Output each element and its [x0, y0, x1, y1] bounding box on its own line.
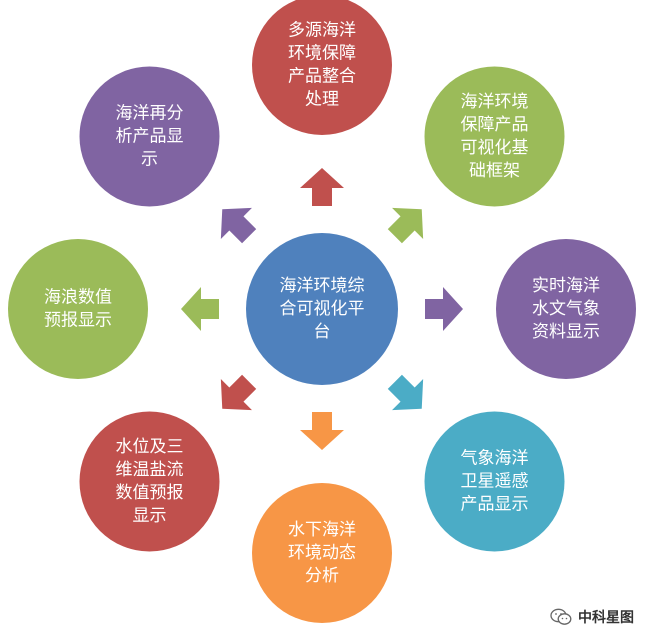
node-label-data-integration-line-4: 处理	[305, 90, 339, 110]
arrow-viz-framework	[387, 207, 424, 244]
arrows-layer	[181, 168, 463, 450]
node-label-reanalysis-line-1: 海洋再分	[115, 103, 183, 123]
node-circle-wave-forecast	[8, 239, 148, 379]
node-circle-satellite-remote	[424, 411, 565, 552]
node-label-water-level-line-3: 数值预报	[115, 483, 183, 503]
center-label-line-1: 海洋环境综	[280, 276, 365, 296]
arrow-wave-forecast	[181, 287, 219, 331]
watermark-text: 中科星图	[578, 610, 634, 626]
node-label-water-level-line-2: 维温盐流	[115, 460, 183, 480]
node-circle-realtime-data	[496, 239, 636, 379]
node-label-satellite-remote-line-3: 产品显示	[461, 495, 529, 515]
node-label-realtime-data-line-1: 实时海洋	[532, 276, 600, 296]
nodes-layer: 多源海洋环境保障产品整合处理海洋环境保障产品可视化基础框架实时海洋水文气象资料显…	[8, 0, 636, 623]
node-label-reanalysis-line-3: 示	[141, 149, 158, 169]
node-label-data-integration-line-1: 多源海洋	[288, 21, 356, 41]
node-label-water-level-line-4: 显示	[132, 506, 166, 526]
arrow-underwater-env	[300, 412, 344, 450]
node-label-underwater-env-line-2: 环境动态	[288, 543, 356, 563]
node-label-reanalysis-line-2: 析产品显	[115, 126, 183, 146]
arrow-data-integration	[300, 168, 344, 206]
node-label-water-level-line-1: 水位及三	[115, 437, 183, 457]
node-label-realtime-data-line-2: 水文气象	[532, 299, 600, 319]
node-label-viz-framework-line-3: 可视化基	[461, 138, 529, 158]
center-label-line-3: 台	[314, 322, 331, 342]
node-label-data-integration-line-3: 产品整合	[288, 67, 356, 87]
wechat-icon	[550, 608, 572, 625]
node-label-underwater-env-line-3: 分析	[305, 566, 339, 586]
arrow-realtime-data	[425, 287, 463, 331]
watermark: 中科星图	[550, 607, 634, 627]
arrow-reanalysis	[220, 207, 257, 244]
node-label-underwater-env-line-1: 水下海洋	[288, 520, 356, 540]
node-circle-underwater-env	[252, 483, 392, 623]
node-label-wave-forecast-line-2: 预报显示	[44, 311, 112, 331]
node-circle-viz-framework	[424, 66, 565, 207]
center-label-line-2: 合可视化平	[280, 299, 365, 319]
node-label-viz-framework-line-4: 础框架	[469, 161, 520, 181]
arrow-satellite-remote	[387, 374, 424, 411]
node-circle-data-integration	[252, 0, 392, 135]
node-label-wave-forecast-line-1: 海浪数值	[44, 288, 112, 308]
node-label-realtime-data-line-3: 资料显示	[532, 322, 600, 342]
node-label-viz-framework-line-2: 保障产品	[461, 115, 529, 135]
node-label-data-integration-line-2: 环境保障	[288, 44, 356, 64]
node-label-satellite-remote-line-2: 卫星遥感	[461, 472, 529, 492]
node-label-satellite-remote-line-1: 气象海洋	[461, 449, 529, 469]
node-circle-reanalysis	[79, 66, 220, 207]
center-circle	[246, 233, 398, 385]
arrow-water-level	[220, 374, 257, 411]
node-label-viz-framework-line-1: 海洋环境	[461, 92, 529, 112]
node-circle-water-level	[79, 411, 220, 552]
